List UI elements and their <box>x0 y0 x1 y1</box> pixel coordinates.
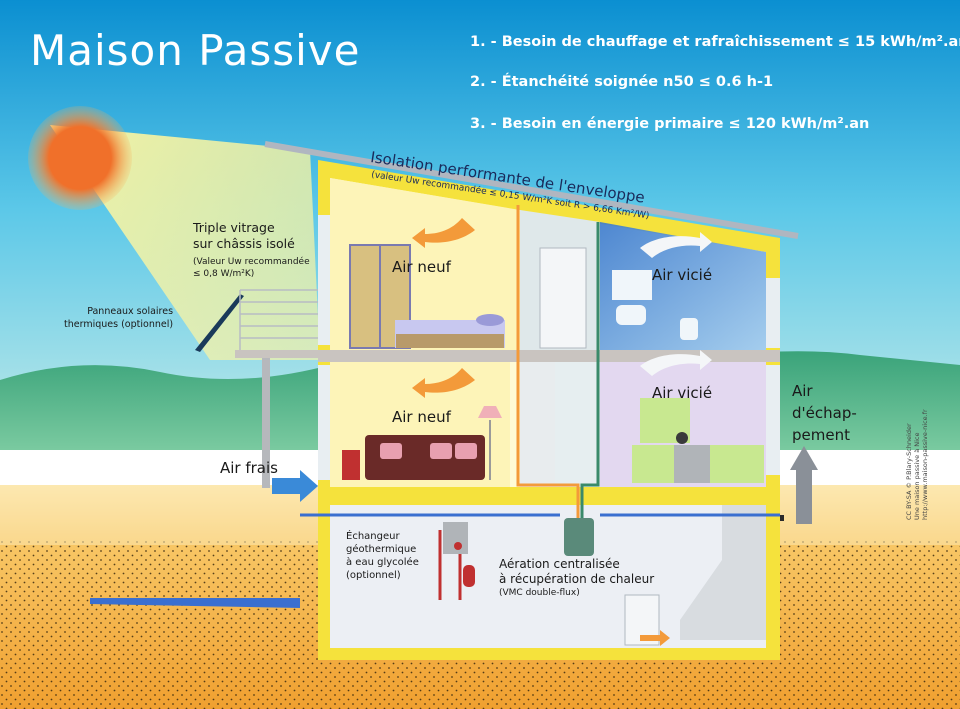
fresh-air-lower-label: Air neuf <box>392 408 451 426</box>
page-title: Maison Passive <box>30 26 361 75</box>
fresh-air-upper-label: Air neuf <box>392 258 451 276</box>
requirement-airtightness: 2. - Étanchéité soignée n50 ≤ 0.6 h-1 <box>470 74 774 90</box>
triple-glazing-label: Triple vitrage sur châssis isolé <box>193 220 295 251</box>
fresh-intake-label: Air frais <box>220 459 278 477</box>
requirement-primary-energy: 3. - Besoin en énergie primaire ≤ 120 kW… <box>470 116 870 132</box>
exhaust-air-label: Air d'échap- pement <box>792 382 857 444</box>
fresh-air-arrow-icon <box>412 218 475 248</box>
requirement-heating: 1. - Besoin de chauffage et rafraîchisse… <box>470 34 960 50</box>
fresh-air-arrow-icon <box>412 368 475 398</box>
bathroom-furniture <box>539 247 698 646</box>
stale-air-upper-label: Air vicié <box>652 266 713 284</box>
fresh-air-intake-arrow-icon <box>272 470 318 502</box>
vmc-unit-icon <box>564 518 594 556</box>
sun-icon <box>28 106 132 210</box>
credits: CC BY-SA © P.Blary-Schneider Une maison … <box>905 409 929 520</box>
stale-air-arrow-icon <box>640 232 712 258</box>
bedroom-furniture <box>349 244 505 349</box>
basement-air-arrow-icon <box>640 630 670 646</box>
exhaust-air-arrow-icon <box>790 446 818 524</box>
ventilation-label: Aération centralisée à récupération de c… <box>499 557 655 586</box>
ventilation-sublabel: (VMC double-flux) <box>499 588 580 598</box>
balcony-railing <box>239 289 318 350</box>
stale-air-lower-label: Air vicié <box>652 384 713 402</box>
geothermal-exchanger-icon <box>443 522 475 587</box>
living-room-furniture <box>342 406 502 480</box>
solar-panel-icon <box>195 294 244 352</box>
kitchen-furniture <box>632 398 764 483</box>
triple-glazing-sublabel: (Valeur Uw recommandée ≤ 0,8 W/m²K) <box>193 257 310 279</box>
ground-pipe <box>90 598 300 608</box>
stale-air-arrow-icon <box>640 350 712 376</box>
ventilation-ducts <box>300 205 784 600</box>
geothermal-exchanger-label: Échangeur géothermique à eau glycolée (o… <box>346 531 419 581</box>
solar-panels-label: Panneaux solaires thermiques (optionnel) <box>64 306 174 330</box>
